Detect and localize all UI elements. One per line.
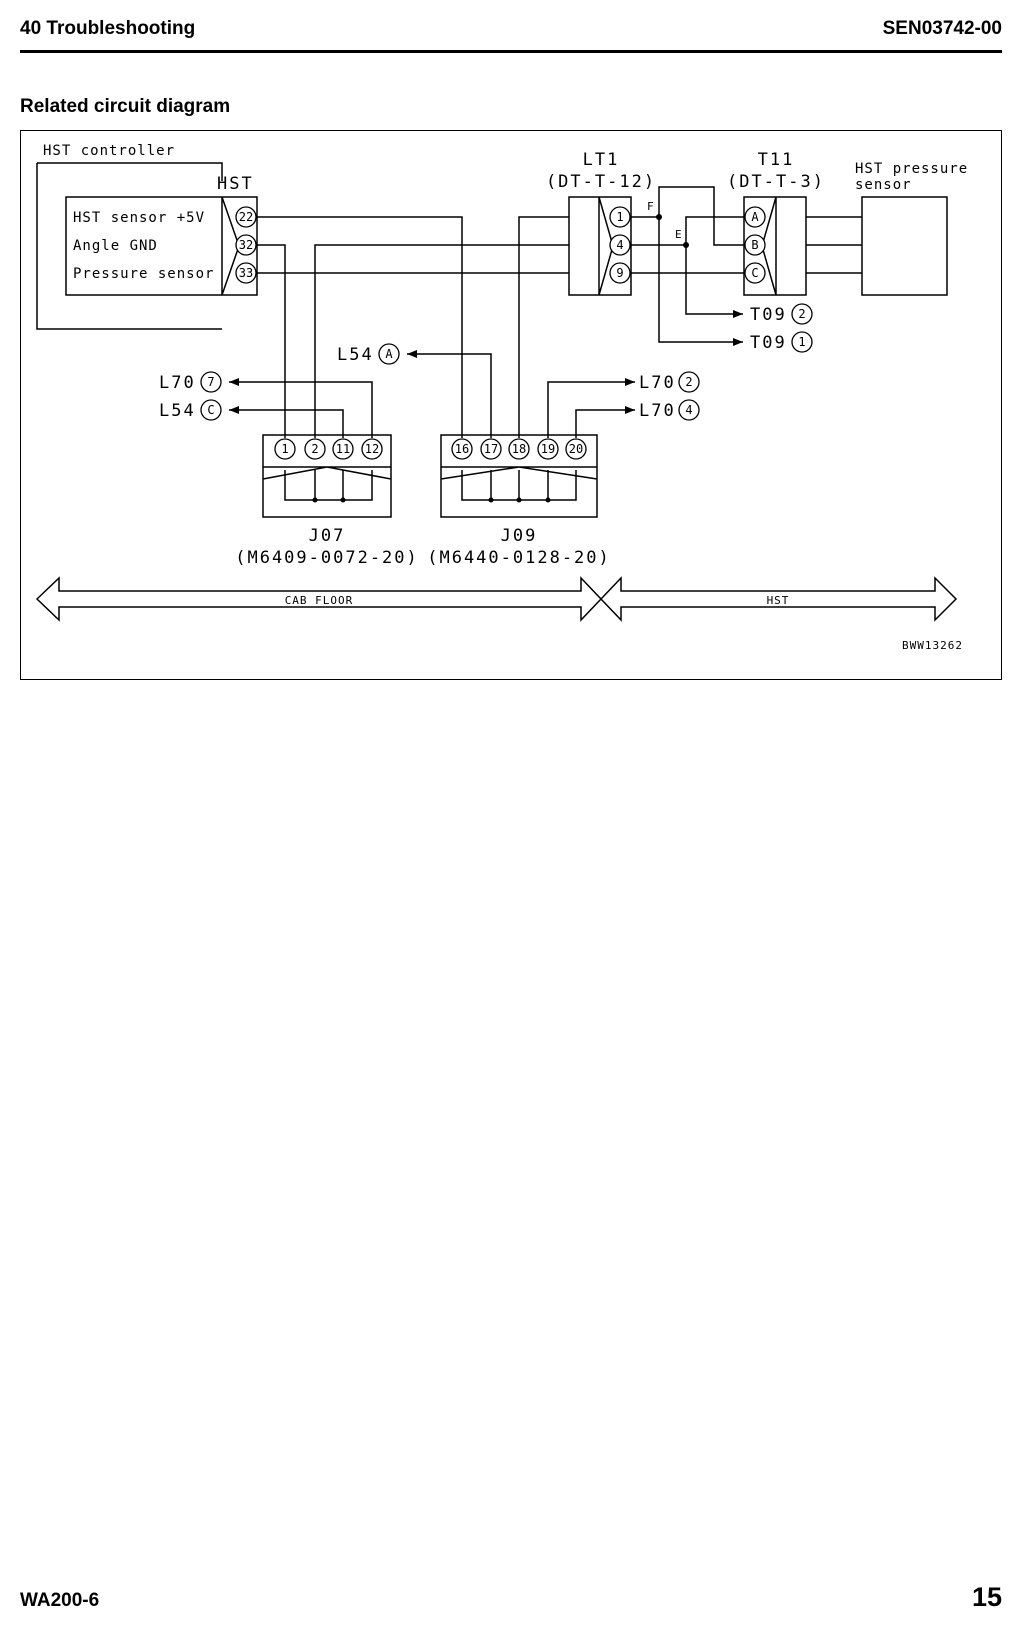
- splice-f-label: F: [647, 200, 654, 213]
- j09-part: (M6440-0128-20): [427, 548, 611, 568]
- footer-model: WA200-6: [20, 1590, 100, 1611]
- j09-pin-16: 16: [455, 442, 469, 456]
- j09-pin-19: 19: [541, 442, 555, 456]
- figure-id: BWW13262: [902, 639, 963, 652]
- hst-controller-outline: [36, 162, 223, 330]
- t09-ref-2-pin: 2: [798, 307, 805, 321]
- j07-pin-11: 11: [336, 442, 350, 456]
- signal-pressure-sensor: Pressure sensor: [73, 266, 214, 282]
- circuit-diagram: HST controller HST HST sensor +5V Angle …: [20, 130, 1002, 680]
- l54a-pin: A: [385, 347, 393, 361]
- lt1-name: LT1: [583, 150, 620, 170]
- t11-type: (DT-T-3): [727, 172, 825, 192]
- right-ref-l70-4-name: L70: [639, 401, 676, 421]
- j07-pin-1: 1: [281, 442, 288, 456]
- lt1-type: (DT-T-12): [546, 172, 656, 192]
- signal-angle-gnd: Angle GND: [73, 238, 158, 254]
- signal-hst-sensor-5v: HST sensor +5V: [73, 210, 205, 226]
- left-ref-l54-pin: C: [207, 403, 214, 417]
- zone-cab-floor-label: CAB FLOOR: [285, 594, 354, 607]
- hst-controller-title: HST controller: [43, 143, 175, 159]
- l54a-name: L54: [337, 345, 374, 365]
- left-ref-l54-name: L54: [159, 401, 196, 421]
- j07-name: J07: [309, 526, 346, 546]
- zone-arrow-hst: [599, 576, 958, 622]
- lt1-pin-1: 1: [616, 210, 623, 224]
- zone-hst-label: HST: [767, 594, 790, 607]
- footer-page-number: 15: [971, 1582, 1002, 1612]
- sensor-label-line2: sensor: [855, 177, 912, 193]
- hst-pin-32: 32: [239, 238, 253, 252]
- right-ref-l70-2-name: L70: [639, 373, 676, 393]
- right-ref-l70-4-pin: 4: [685, 403, 692, 417]
- t11-pin-c: C: [751, 266, 758, 280]
- circuit-diagram-svg: HST controller HST HST sensor +5V Angle …: [35, 143, 968, 652]
- header-doc-code: SEN03742-00: [882, 18, 1002, 39]
- j07-pin-12: 12: [365, 442, 379, 456]
- t09-ref-2-name: T09: [750, 305, 787, 325]
- t09-ref-1-name: T09: [750, 333, 787, 353]
- hst-pin-22: 22: [239, 210, 253, 224]
- header-divider: [20, 50, 1002, 53]
- sensor-label-line1: HST pressure: [855, 161, 968, 177]
- t11-pin-a: A: [751, 210, 759, 224]
- splice-e-label: E: [675, 228, 682, 241]
- j07-pin-2: 2: [311, 442, 318, 456]
- hst-connector-label: HST: [217, 174, 254, 194]
- hst-pressure-sensor: [861, 196, 948, 296]
- lt1-pin-9: 9: [616, 266, 623, 280]
- wire-sensor-5v: [257, 216, 463, 438]
- left-ref-l70-pin: 7: [207, 375, 214, 389]
- j09-pin-17: 17: [484, 442, 498, 456]
- hst-pin-33: 33: [239, 266, 253, 280]
- section-title: Related circuit diagram: [20, 96, 231, 117]
- left-ref-l70-name: L70: [159, 373, 196, 393]
- header-section-title: 40 Troubleshooting: [20, 18, 196, 39]
- lt1-pin-4: 4: [616, 238, 623, 252]
- t09-ref-1-pin: 1: [798, 335, 805, 349]
- j09-pin-20: 20: [569, 442, 583, 456]
- t11-name: T11: [758, 150, 795, 170]
- wire-angle-gnd: [257, 244, 569, 438]
- j07-part: (M6409-0072-20): [235, 548, 419, 568]
- j09-name: J09: [501, 526, 538, 546]
- j09-pin-18: 18: [512, 442, 526, 456]
- right-ref-l70-2-pin: 2: [685, 375, 692, 389]
- t11-pin-b: B: [751, 238, 758, 252]
- j09-connector: [440, 434, 598, 518]
- hst-connector-box: [65, 196, 258, 296]
